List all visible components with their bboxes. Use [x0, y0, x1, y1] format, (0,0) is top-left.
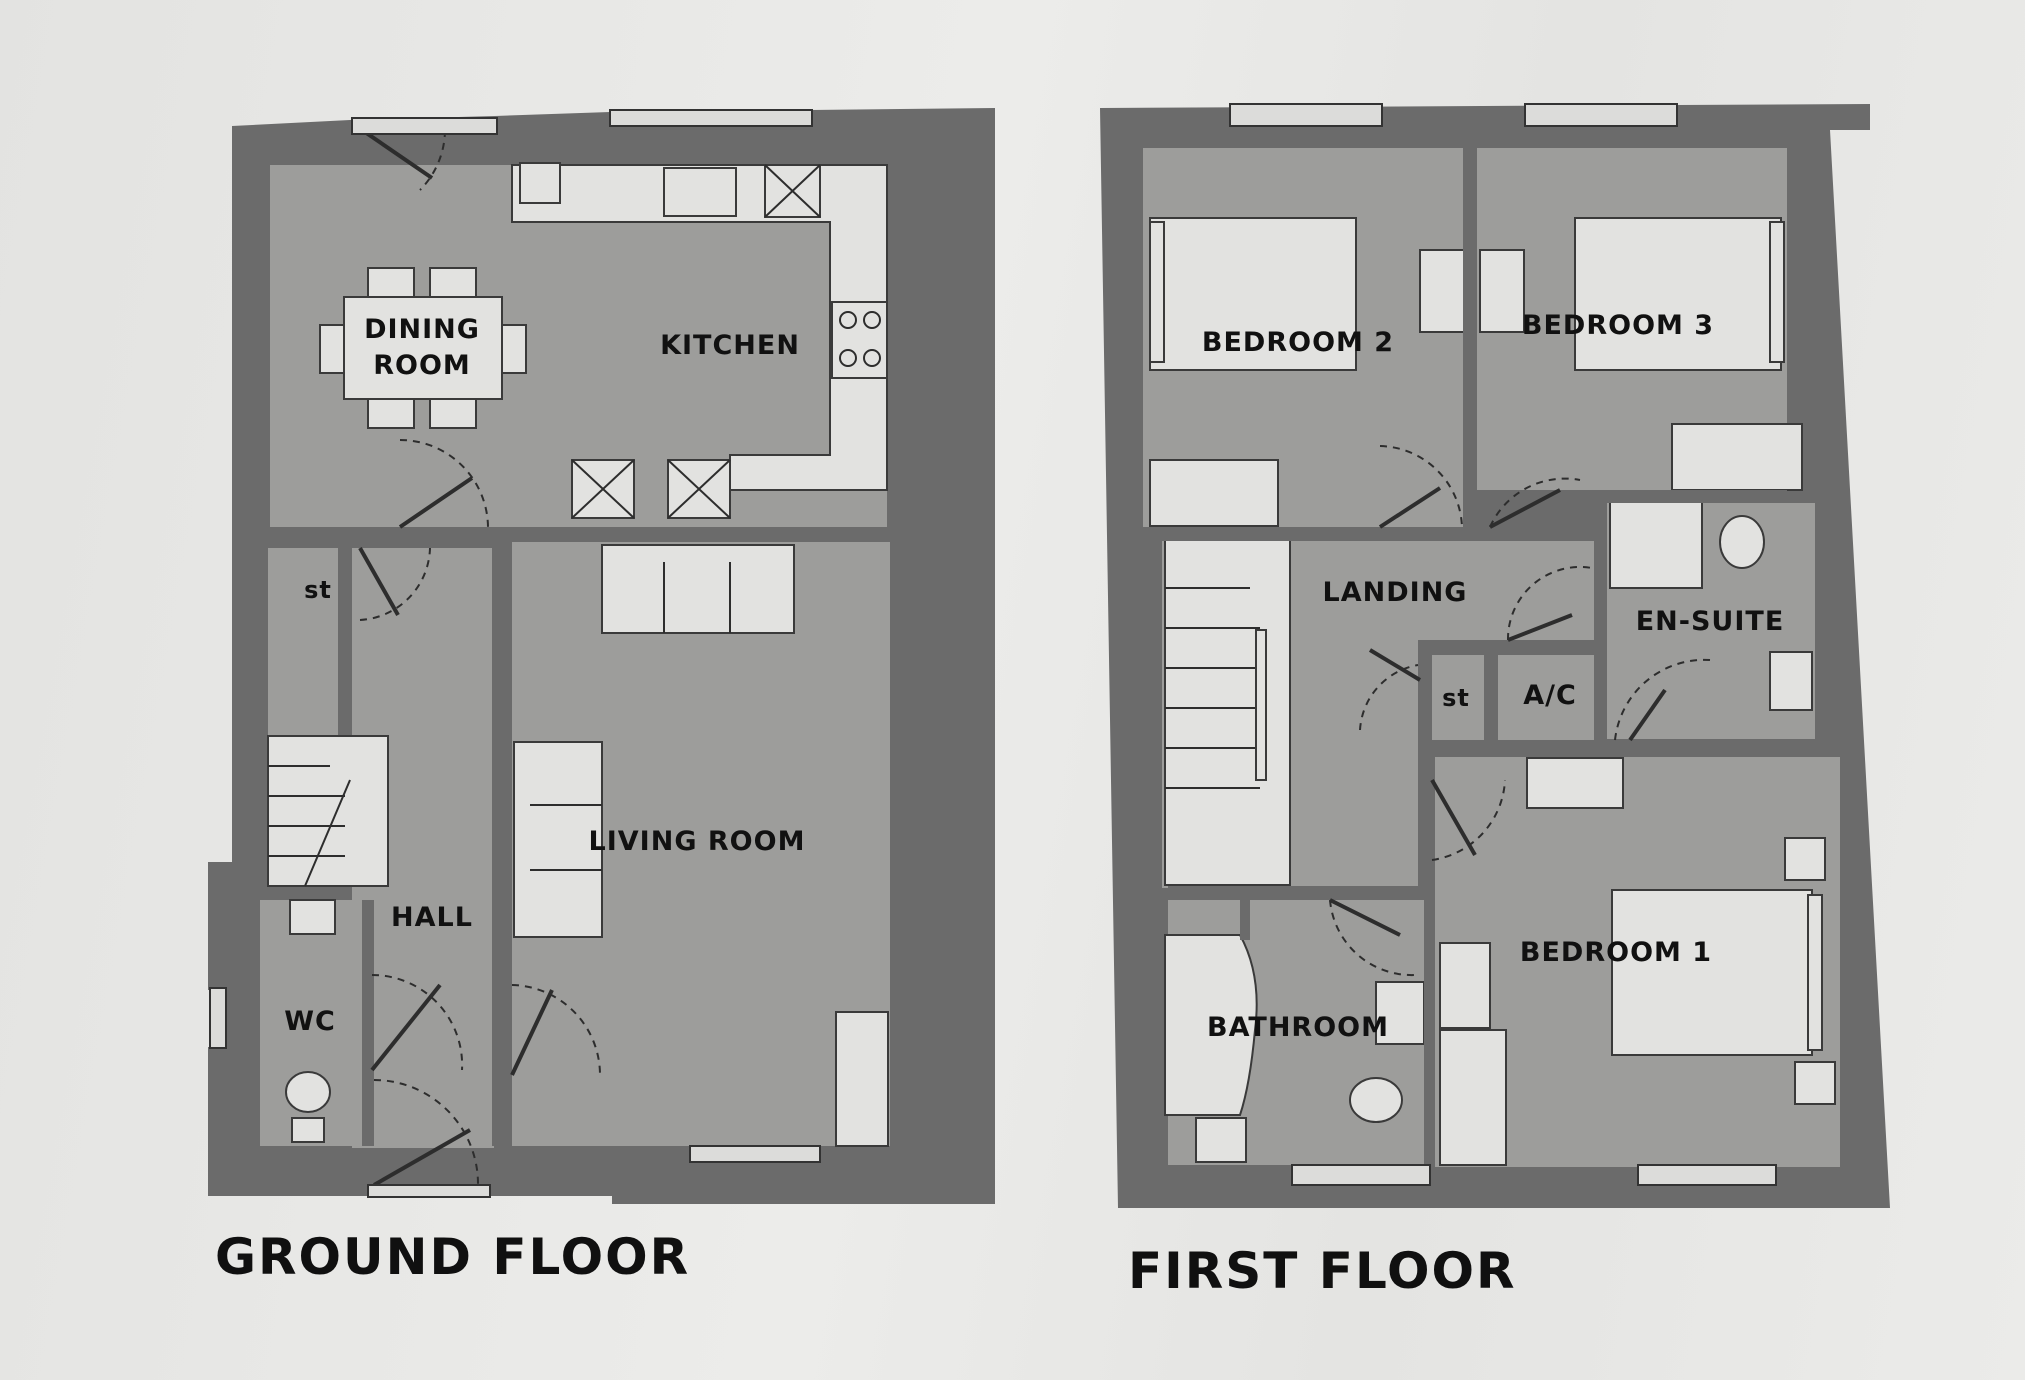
kitchen-sink-icon	[663, 167, 737, 217]
ground-window-1	[351, 117, 498, 135]
bathroom-label: BATHROOM	[1207, 1012, 1389, 1043]
hob-icon	[831, 301, 888, 379]
first-internal-wall-8	[1418, 740, 1818, 757]
ground-window-2	[609, 109, 813, 127]
bed-3-icon	[1574, 217, 1782, 371]
first-window-2	[1524, 103, 1678, 127]
en-suite-label: EN-SUITE	[1635, 606, 1785, 637]
bath-icon	[1164, 934, 1258, 1116]
tv-unit-icon	[835, 1011, 889, 1147]
bathroom-basin-icon	[1375, 981, 1425, 1045]
bedside-table-1a-icon	[1784, 837, 1826, 881]
ground-internal-wall-2	[492, 530, 512, 1146]
wardrobe-3-icon	[1671, 423, 1803, 491]
bedroom-2-label: BEDROOM 2	[1201, 327, 1395, 358]
bedroom-3-label: BEDROOM 3	[1521, 310, 1715, 341]
ground-internal-wall-4	[260, 885, 352, 900]
chest-icon	[1439, 942, 1491, 1029]
sink-unit	[519, 162, 561, 204]
ground-window-3	[209, 987, 227, 1049]
ground-doors	[358, 128, 601, 1187]
bed-1-icon	[1611, 889, 1813, 1056]
sofa-1-icon	[601, 544, 795, 634]
basin-icon	[289, 899, 336, 935]
ground-floor-plan	[208, 108, 995, 1204]
bedroom-1-label: BEDROOM 1	[1519, 937, 1713, 968]
hall-label: HALL	[391, 902, 473, 933]
first-store-label: st	[1442, 684, 1470, 712]
kitchen-label: KITCHEN	[660, 330, 800, 361]
first-internal-wall-7	[1484, 655, 1498, 755]
bedside-table-3-icon	[1479, 249, 1525, 333]
first-window-4	[1637, 1164, 1777, 1186]
first-internal-wall-11	[1240, 900, 1250, 940]
dining-table-icon	[319, 267, 527, 429]
first-window-3	[1291, 1164, 1431, 1186]
first-internal-wall-10	[1424, 757, 1435, 1165]
wardrobe-2-icon	[1149, 459, 1279, 527]
airing-cupboard-label: A/C	[1523, 680, 1577, 711]
first-internal-wall-1	[1463, 148, 1477, 530]
store-first-floor	[1432, 655, 1484, 755]
dining-room-label: DINING ROOM	[364, 312, 480, 384]
shower-tray-icon	[1609, 501, 1703, 589]
first-window-1	[1229, 103, 1383, 127]
ground-floor-title: GROUND FLOOR	[215, 1228, 691, 1286]
living-room-label: LIVING ROOM	[588, 826, 806, 857]
ground-internal-wall-5	[362, 900, 374, 1146]
bathroom-toilet-icon	[1349, 1077, 1403, 1123]
first-doors	[1329, 445, 1711, 977]
ground-internal-wall-1	[270, 527, 887, 542]
landing-label: LANDING	[1322, 577, 1468, 608]
en-suite-toilet-icon	[1719, 515, 1765, 569]
wardrobe-1-icon	[1439, 1029, 1507, 1166]
first-floor-title: FIRST FLOOR	[1128, 1242, 1517, 1300]
first-staircase	[1164, 539, 1291, 886]
bedside-table-1b-icon	[1794, 1061, 1836, 1105]
first-internal-wall-5	[1418, 640, 1598, 655]
dining-room-label-line-2: ROOM	[373, 350, 471, 381]
airing-cupboard-floor	[1498, 655, 1598, 737]
dressing-table-icon	[1526, 757, 1624, 809]
toilet-icon	[285, 1071, 331, 1113]
sofa-2-icon	[513, 741, 603, 938]
first-internal-wall-2	[1143, 527, 1594, 541]
dining-room-label-line-1: DINING	[364, 314, 480, 345]
en-suite-basin-icon	[1769, 651, 1813, 711]
first-floor-plan	[1100, 103, 1890, 1208]
wc-label: WC	[284, 1006, 336, 1037]
ground-staircase	[267, 735, 389, 887]
bedside-table-2-icon	[1419, 249, 1465, 333]
ground-door-threshold	[367, 1184, 491, 1198]
first-internal-wall-9	[1168, 886, 1432, 900]
first-internal-wall-4	[1594, 490, 1787, 503]
first-internal-wall-3	[1594, 490, 1607, 740]
ground-store-label: st	[304, 576, 332, 604]
ground-window-4	[689, 1145, 821, 1163]
